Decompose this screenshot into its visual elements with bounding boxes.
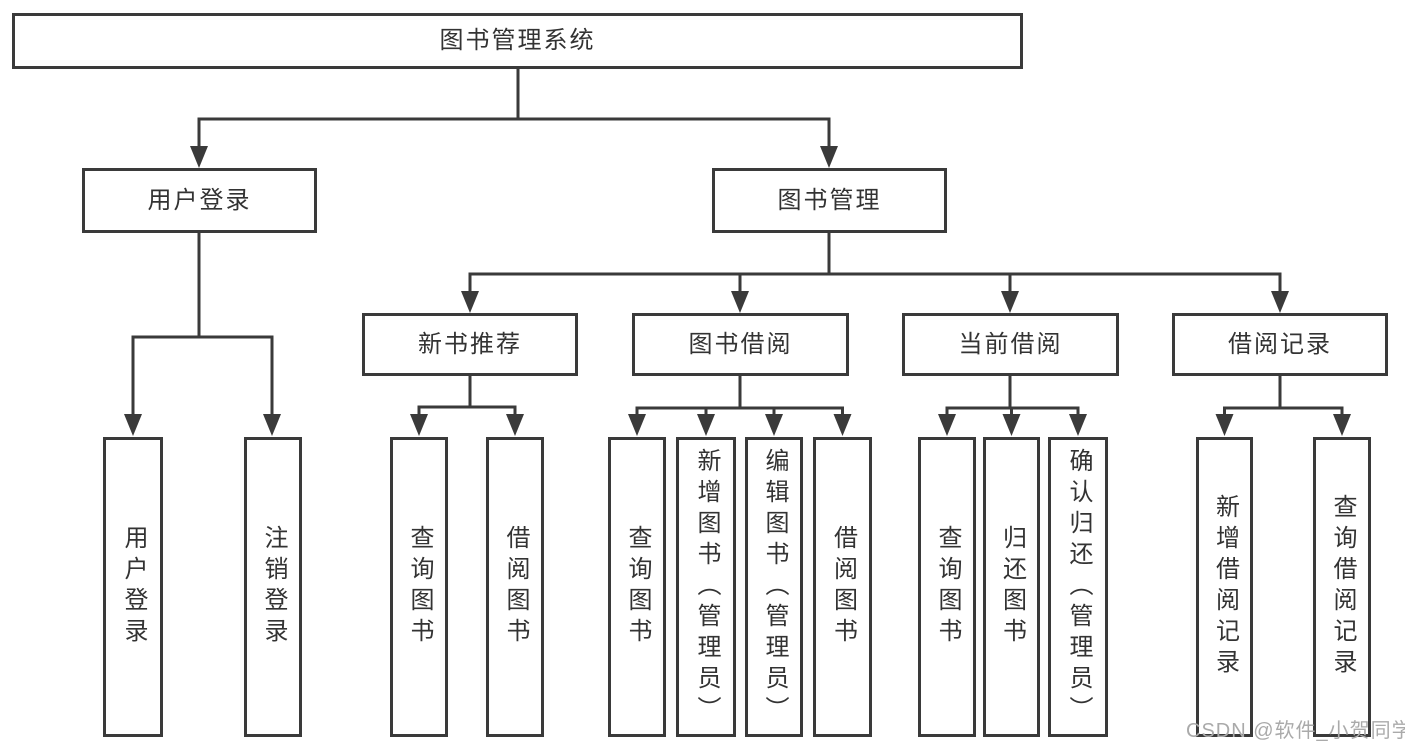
- node-borrowing-records: 借阅记录: [1172, 313, 1388, 376]
- leaf-edit-books-admin: 编辑图书（管理员）: [745, 437, 803, 737]
- node-current-borrowing-label: 当前借阅: [958, 330, 1063, 358]
- edge-current-to-leaves: [938, 376, 1087, 436]
- leaf-edit-books-admin-label: 编辑图书（管理员）: [761, 447, 788, 727]
- node-root: 图书管理系统: [12, 13, 1023, 69]
- leaf-add-books-admin: 新增图书（管理员）: [676, 437, 736, 737]
- leaf-current-query-books-label: 查询图书: [934, 525, 961, 649]
- node-book-management-label: 图书管理: [777, 186, 882, 214]
- leaf-current-query-books: 查询图书: [918, 437, 976, 737]
- leaf-confirm-return-admin: 确认归还（管理员）: [1048, 437, 1108, 737]
- leaf-confirm-return-admin-label: 确认归还（管理员）: [1065, 447, 1092, 727]
- node-current-borrowing: 当前借阅: [902, 313, 1119, 376]
- node-book-borrowing-label: 图书借阅: [688, 330, 793, 358]
- edge-rec-to-leaves: [410, 376, 524, 436]
- leaf-rec-borrow-books: 借阅图书: [486, 437, 544, 737]
- edge-mgmt-to-level3: [461, 233, 1289, 313]
- leaf-add-books-admin-label: 新增图书（管理员）: [693, 447, 720, 727]
- leaf-borrow-query-books-label: 查询图书: [624, 525, 651, 649]
- leaf-rec-borrow-books-label: 借阅图书: [502, 525, 529, 649]
- leaf-rec-query-books: 查询图书: [390, 437, 448, 737]
- leaf-add-borrow-record-label: 新增借阅记录: [1211, 494, 1239, 680]
- edge-root-to-level2: [190, 68, 838, 168]
- leaf-query-borrow-record-label: 查询借阅记录: [1329, 494, 1356, 680]
- node-user-login-branch-label: 用户登录: [147, 186, 252, 214]
- leaf-logout: 注销登录: [244, 437, 302, 737]
- leaf-return-books: 归还图书: [983, 437, 1040, 737]
- node-new-book-recommend: 新书推荐: [362, 313, 578, 376]
- leaf-rec-query-books-label: 查询图书: [406, 525, 433, 649]
- edge-records-to-leaves: [1215, 376, 1351, 436]
- csdn-watermark: CSDN @软件_小贺同学: [1186, 720, 1405, 742]
- node-user-login-branch: 用户登录: [82, 168, 317, 233]
- node-book-borrowing: 图书借阅: [632, 313, 849, 376]
- leaf-return-books-label: 归还图书: [998, 525, 1026, 649]
- leaf-user-login-label: 用户登录: [120, 525, 147, 649]
- leaf-borrow-books-label: 借阅图书: [829, 525, 857, 649]
- edge-borrow-to-leaves: [628, 376, 852, 436]
- leaf-user-login: 用户登录: [103, 437, 163, 737]
- leaf-add-borrow-record: 新增借阅记录: [1196, 437, 1253, 737]
- node-root-label: 图书管理系统: [439, 27, 596, 54]
- leaf-borrow-books: 借阅图书: [813, 437, 872, 737]
- leaf-logout-label: 注销登录: [260, 525, 287, 649]
- edge-login-to-leaves: [124, 233, 281, 436]
- node-borrowing-records-label: 借阅记录: [1228, 330, 1332, 358]
- leaf-borrow-query-books: 查询图书: [608, 437, 666, 737]
- leaf-query-borrow-record: 查询借阅记录: [1313, 437, 1371, 737]
- node-new-book-recommend-label: 新书推荐: [418, 330, 522, 358]
- node-book-management: 图书管理: [712, 168, 947, 233]
